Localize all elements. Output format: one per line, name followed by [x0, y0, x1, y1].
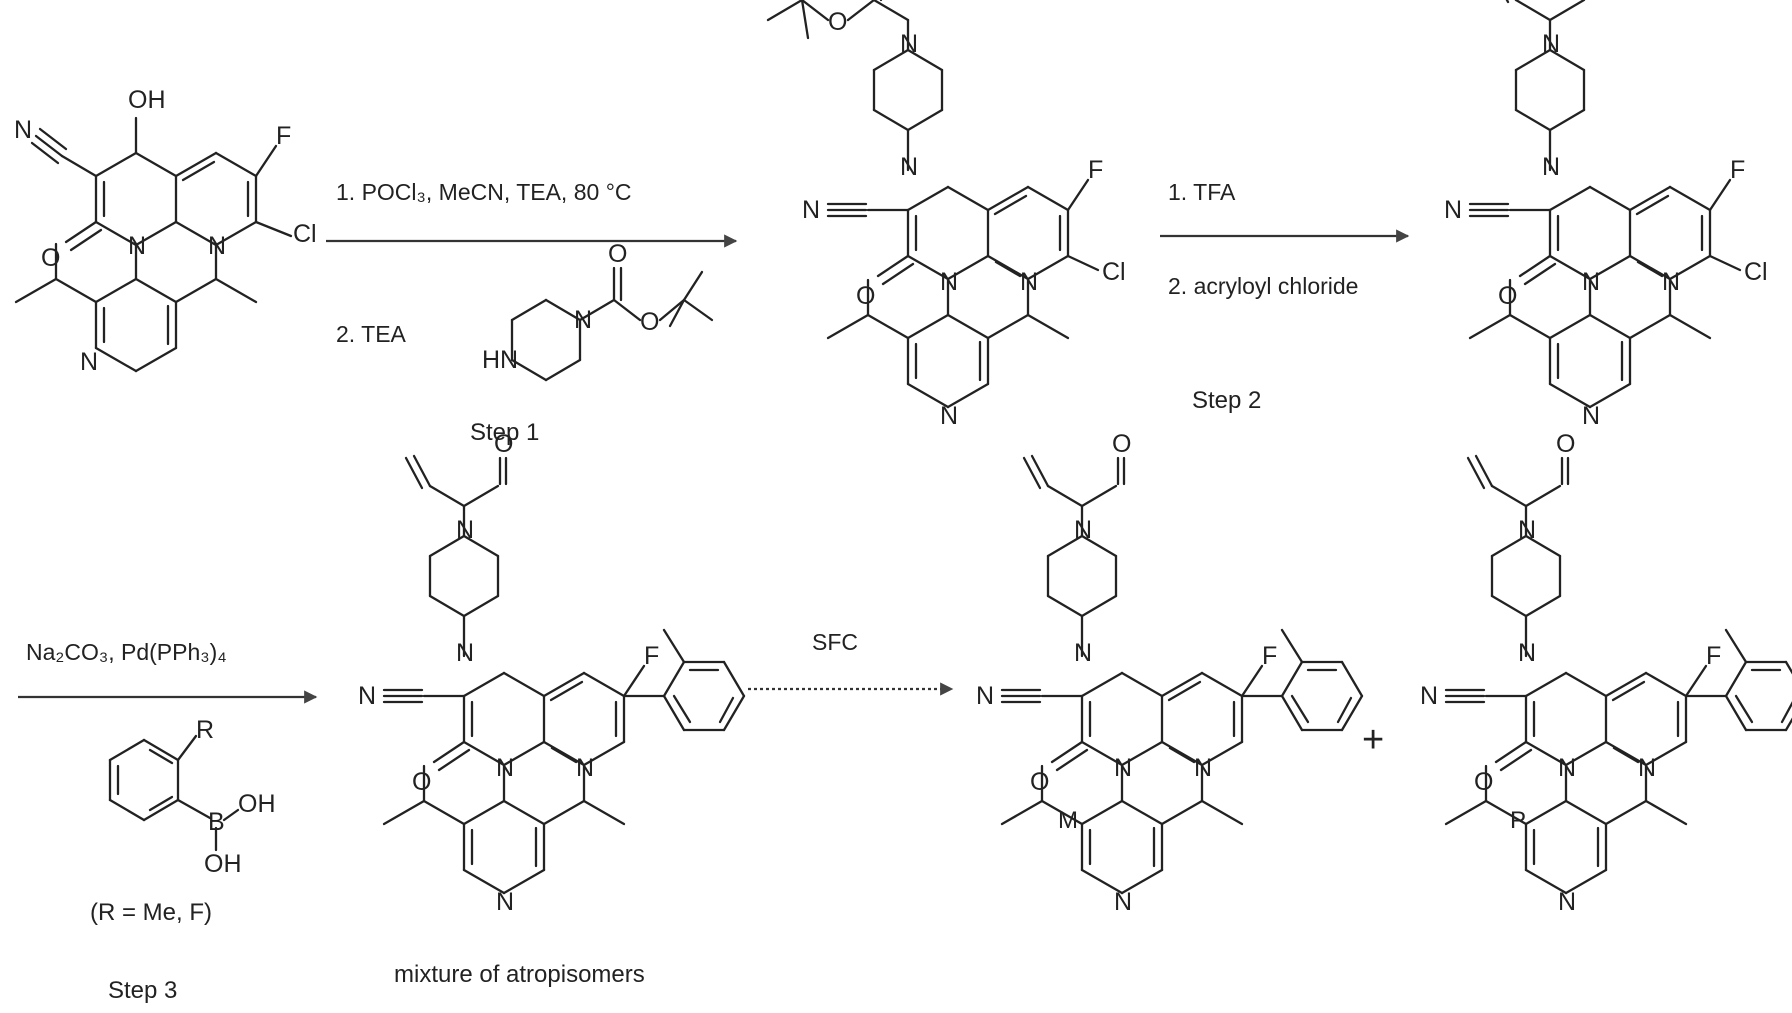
isomer-m-label: M	[1058, 807, 1078, 834]
starting-material: N OH F Cl O N N N	[14, 86, 317, 376]
atom-n-pyridine: N	[1582, 402, 1600, 430]
atom-n-pyridine: N	[80, 348, 98, 376]
boc-piperazine: HN N O O	[482, 240, 712, 380]
atom-n: N	[900, 30, 918, 58]
step-3: Na₂CO₃, Pd(PPh₃)₄ R B OH OH (R = Me, F) …	[18, 639, 316, 1004]
step2-label: Step 2	[1192, 387, 1261, 414]
atom-n-ring: N	[1020, 268, 1038, 296]
atom-n-nitrile: N	[1420, 682, 1438, 710]
atom-n-ring: N	[1582, 268, 1600, 296]
atom-n: N	[1074, 639, 1092, 667]
atom-oh: OH	[238, 790, 276, 818]
atom-n-ring: N	[940, 268, 958, 296]
mixture-caption: mixture of atropisomers	[394, 961, 645, 988]
atom-o: O	[640, 308, 659, 336]
atom-cl: Cl	[1744, 258, 1768, 286]
atom-n: N	[456, 639, 474, 667]
atom-n: N	[1542, 30, 1560, 58]
step1-condition-1: 1. POCl₃, MeCN, TEA, 80 °C	[336, 179, 632, 205]
step-2: 1. TFA 2. acryloyl chloride Step 2	[1160, 179, 1408, 414]
atom-n: N	[1542, 153, 1560, 181]
atom-n: N	[456, 516, 474, 544]
step1-condition-2: 2. TEA	[336, 321, 407, 347]
atom-cl: Cl	[1102, 258, 1126, 286]
product-mixture: N N O N F O N N N	[358, 430, 744, 916]
atom-f: F	[1088, 156, 1103, 184]
atom-o-carbonyl: O	[1030, 768, 1049, 796]
atom-f: F	[276, 122, 291, 150]
atom-hn: HN	[482, 346, 518, 374]
atom-r: R	[196, 716, 214, 744]
atom-n-pyridine: N	[1114, 888, 1132, 916]
atom-n-pyridine: N	[1558, 888, 1576, 916]
atropisomer-p: N N O N F O N N N P	[1420, 430, 1792, 916]
atom-o-carbonyl: O	[1474, 768, 1493, 796]
atom-n-nitrile: N	[802, 196, 820, 224]
atom-n-ring: N	[1638, 754, 1656, 782]
atom-o-carbonyl: O	[41, 244, 60, 272]
atom-o: O	[1112, 430, 1131, 458]
atom-f: F	[1730, 156, 1745, 184]
atom-f: F	[1706, 642, 1721, 670]
step3-reagent-note: (R = Me, F)	[90, 899, 212, 926]
atom-n: N	[900, 153, 918, 181]
atom-o-carbonyl: O	[412, 768, 431, 796]
atom-n: N	[574, 306, 592, 334]
isomer-p-label: P	[1510, 807, 1526, 834]
acrylamide-intermediate: N N O N F Cl O N N N	[1444, 0, 1768, 430]
atom-f: F	[1262, 642, 1277, 670]
atom-n-nitrile: N	[14, 116, 32, 144]
sfc-label: SFC	[812, 629, 858, 655]
atom-n-nitrile: N	[1444, 196, 1462, 224]
atom-o: O	[608, 240, 627, 268]
atom-n-nitrile: N	[358, 682, 376, 710]
step2-condition-2: 2. acryloyl chloride	[1168, 273, 1358, 299]
atom-cl: Cl	[293, 220, 317, 248]
atropisomer-m: N N O N F O N N N M	[976, 430, 1362, 916]
atom-n-ring: N	[1114, 754, 1132, 782]
atom-n-pyridine: N	[940, 402, 958, 430]
atom-n: N	[1518, 516, 1536, 544]
step-1: 1. POCl₃, MeCN, TEA, 80 °C 2. TEA HN N O…	[326, 179, 736, 446]
boronic-acid: R B OH OH	[110, 716, 276, 878]
atom-n-nitrile: N	[976, 682, 994, 710]
plus-sign: +	[1362, 719, 1384, 761]
step-sfc: SFC	[748, 629, 952, 689]
atom-n-ring: N	[128, 232, 146, 260]
atom-n-ring: N	[576, 754, 594, 782]
atom-n-ring: N	[1662, 268, 1680, 296]
atom-n-ring: N	[496, 754, 514, 782]
atom-n-ring: N	[1194, 754, 1212, 782]
step3-label: Step 3	[108, 977, 177, 1004]
boc-intermediate: N N O O N F Cl O N N N	[768, 0, 1126, 430]
atom-o-carbonyl: O	[856, 282, 875, 310]
atom-n: N	[1518, 639, 1536, 667]
atom-b: B	[208, 808, 225, 836]
atom-oh: OH	[204, 850, 242, 878]
atom-o-carbonyl: O	[1498, 282, 1517, 310]
step3-condition-1: Na₂CO₃, Pd(PPh₃)₄	[26, 639, 227, 665]
atom-n: N	[1074, 516, 1092, 544]
atom-o: O	[1556, 430, 1575, 458]
atom-f: F	[644, 642, 659, 670]
atom-o: O	[828, 8, 847, 36]
atom-o: O	[494, 430, 513, 458]
atom-n-ring: N	[1558, 754, 1576, 782]
atom-n-ring: N	[208, 232, 226, 260]
atom-oh: OH	[128, 86, 166, 114]
step2-condition-1: 1. TFA	[1168, 179, 1236, 205]
atom-n-pyridine: N	[496, 888, 514, 916]
